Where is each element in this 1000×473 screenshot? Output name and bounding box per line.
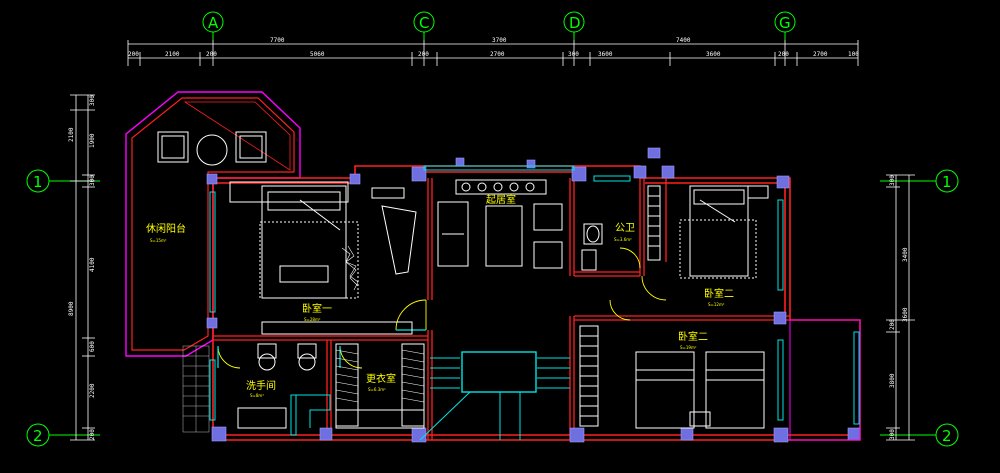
room-labels: 休闲阳台 S=15m² 起居室 卧室一 S=28m² 洗手间 S=8m² 更衣室… [146,193,734,398]
master-bedroom-plant [341,245,359,291]
room-name-bedroom-two-upper: 卧室二 [704,287,734,300]
dim-top-detail: 200 [206,51,217,58]
room-area-dressing-room: S=6.3m² [368,387,386,392]
room-area-bathroom: S=8m² [250,393,264,398]
dim-right-overall-top: 3400 [902,247,909,262]
bathroom-tile-wall [182,345,210,433]
bedroom-two-upper-furniture [679,185,769,279]
dim-top-detail: 2700 [813,51,828,58]
axis-label-1-left: 1 [33,173,43,191]
dim-left-detail: 300 [89,175,96,186]
dim-right-detail: 300 [889,429,896,440]
dressing-room-wardrobes [335,343,425,429]
dim-top-detail: 2100 [165,51,180,58]
room-name-living-room: 起居室 [486,193,516,206]
axis-label-a: A [208,14,219,32]
dim-left-detail: 200 [89,429,96,440]
dim-left-detail: 300 [89,95,96,106]
dim-top-detail: 5060 [310,51,325,58]
top-dimension-labels: 7700 3700 7400 200 2100 200 5060 200 270… [128,37,859,58]
room-area-bedroom-two-upper: S=12m² [708,302,725,307]
room-name-leisure-balcony: 休闲阳台 [146,222,186,235]
dim-top-detail: 2700 [490,51,505,58]
left-dimension-labels: 300 2100 1900 300 4100 600 2200 200 8900 [68,95,96,440]
column-axis-markers [202,11,796,40]
row-axis-markers [26,169,959,447]
interior-walls [213,178,790,440]
bedroom-two-lower-furniture [579,325,765,429]
dim-top-detail: 3600 [598,51,613,58]
dim-top-detail: 200 [128,51,139,58]
bathroom-fixtures [237,343,317,429]
dim-top-overall-1: 7700 [270,37,285,44]
dim-top-detail: 300 [568,51,579,58]
dim-top-detail: 3600 [706,51,721,58]
living-room-furniture [437,179,563,269]
master-bedroom-furniture [229,181,417,335]
room-area-bedroom-two-lower: S=19m² [680,345,697,350]
dim-right-detail: 200 [889,319,896,330]
room-area-public-wc: S=3.6m² [614,237,632,242]
room-area-master-bedroom: S=28m² [304,317,321,322]
balcony-furniture [157,131,267,166]
dim-top-overall-3: 7400 [676,37,691,44]
axis-label-d: D [569,14,581,32]
dim-left-detail: 600 [89,341,96,352]
room-name-bathroom: 洗手间 [246,379,276,392]
axis-label-1-right: 1 [942,173,952,191]
left-dimensions [70,94,95,441]
dim-left-detail: 2200 [89,383,96,398]
dim-right-overall-bottom: 3600 [902,307,909,322]
dim-top-detail: 100 [848,51,859,58]
axis-label-g: G [779,14,791,32]
top-dimensions [127,36,859,66]
dim-left-detail: 4100 [89,257,96,272]
dim-top-detail: 200 [418,51,429,58]
room-name-bedroom-two-lower: 卧室二 [678,330,708,343]
axis-label-2-right: 2 [942,427,952,445]
doors [217,247,667,369]
room-name-public-wc: 公卫 [615,223,635,234]
public-wc-fixtures [581,185,661,271]
room-name-dressing-room: 更衣室 [366,372,396,385]
dim-top-overall-2: 3700 [492,37,507,44]
dim-right-detail: 3800 [889,373,896,388]
dim-left-overall: 8900 [68,301,75,316]
room-area-leisure-balcony: S=15m² [150,238,167,243]
wardrobe-hangers [335,349,425,403]
axis-label-2-left: 2 [33,427,43,445]
door-leafs [217,329,426,368]
dim-left-detail: 1900 [89,133,96,148]
dim-top-detail: 200 [778,51,789,58]
room-name-master-bedroom: 卧室一 [302,302,332,315]
windows [209,165,860,441]
right-dimensions [886,174,915,441]
right-dimension-labels: 300 200 3800 300 3400 3600 [889,175,909,440]
right-balcony-railing [789,319,861,441]
dim-left-detail: 2100 [68,127,75,142]
dim-right-detail: 300 [889,175,896,186]
axis-label-c: C [419,14,429,32]
